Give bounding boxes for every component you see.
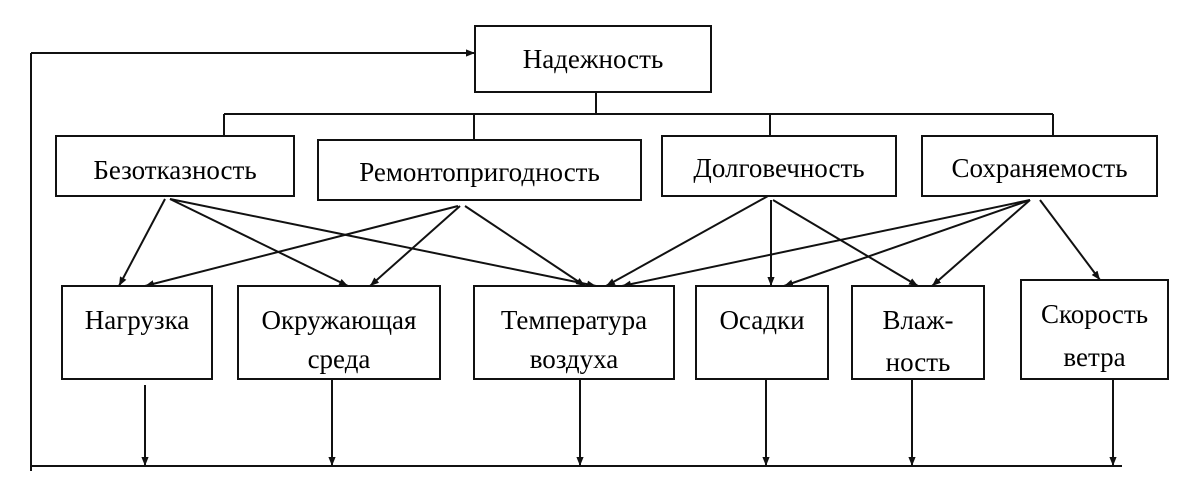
arrow-durability-to-air-temperature bbox=[605, 195, 769, 287]
durability-box bbox=[661, 135, 897, 197]
arrow-maintainability-to-load bbox=[144, 205, 459, 288]
wind-speed-label: ветра bbox=[1063, 342, 1125, 372]
factor-wind-speed: Скорость ветра bbox=[1020, 279, 1169, 380]
precipitation-label: Осадки bbox=[719, 305, 804, 335]
air-temperature-label: воздуха bbox=[530, 344, 619, 374]
factor-environment: Окружающая среда bbox=[237, 285, 441, 380]
factor-load: Нагрузка bbox=[61, 285, 213, 380]
arrow-maintainability-to-environment bbox=[369, 205, 461, 287]
property-durability: Долговечность bbox=[661, 135, 897, 197]
property-storability: Сохраняемость bbox=[921, 135, 1158, 197]
failure-free-label: Безотказность bbox=[93, 155, 256, 185]
wind-speed-label: Скорость bbox=[1041, 299, 1148, 329]
maintainability-box bbox=[317, 139, 642, 201]
property-failure-free: Безотказность bbox=[55, 135, 295, 197]
factor-humidity: Влаж-ность bbox=[851, 285, 985, 380]
arrow-failure-free-to-load bbox=[118, 198, 166, 287]
environment-label: среда bbox=[308, 344, 371, 374]
factor-air-temperature: Температура воздуха bbox=[473, 285, 675, 380]
humidity-label: ность bbox=[886, 347, 951, 377]
property-maintainability: Ремонтопригодность bbox=[317, 139, 642, 201]
arrow-failure-free-to-air-temperature bbox=[169, 198, 597, 288]
durability-label: Долговечность bbox=[693, 153, 864, 183]
humidity-box bbox=[851, 285, 985, 380]
storability-label: Сохраняемость bbox=[951, 153, 1127, 183]
air-temperature-label: Температура bbox=[501, 305, 647, 335]
wind-speed-box bbox=[1020, 279, 1169, 380]
reliability-label: Надежность bbox=[523, 44, 664, 74]
arrow-maintainability-to-air-temperature bbox=[464, 205, 586, 287]
humidity-label: Влаж- bbox=[882, 305, 953, 335]
reliability-box bbox=[474, 25, 712, 93]
environment-box bbox=[237, 285, 441, 380]
factor-precipitation: Осадки bbox=[695, 285, 829, 380]
arrow-storability-to-wind-speed bbox=[1039, 199, 1101, 281]
air-temperature-box bbox=[473, 285, 675, 380]
root-reliability: Надежность bbox=[474, 25, 712, 93]
load-label: Нагрузка bbox=[85, 305, 190, 335]
storability-box bbox=[921, 135, 1158, 197]
arrow-storability-to-humidity bbox=[931, 199, 1031, 287]
arrow-durability-to-humidity bbox=[772, 199, 919, 287]
failure-free-box bbox=[55, 135, 295, 197]
precipitation-box bbox=[695, 285, 829, 380]
environment-label: Окружающая bbox=[262, 305, 417, 335]
arrow-storability-to-precipitation bbox=[783, 199, 1031, 287]
arrow-failure-free-to-environment bbox=[169, 198, 349, 287]
load-box bbox=[61, 285, 213, 380]
maintainability-label: Ремонтопригодность bbox=[359, 157, 600, 187]
arrow-storability-to-air-temperature bbox=[621, 199, 1031, 288]
